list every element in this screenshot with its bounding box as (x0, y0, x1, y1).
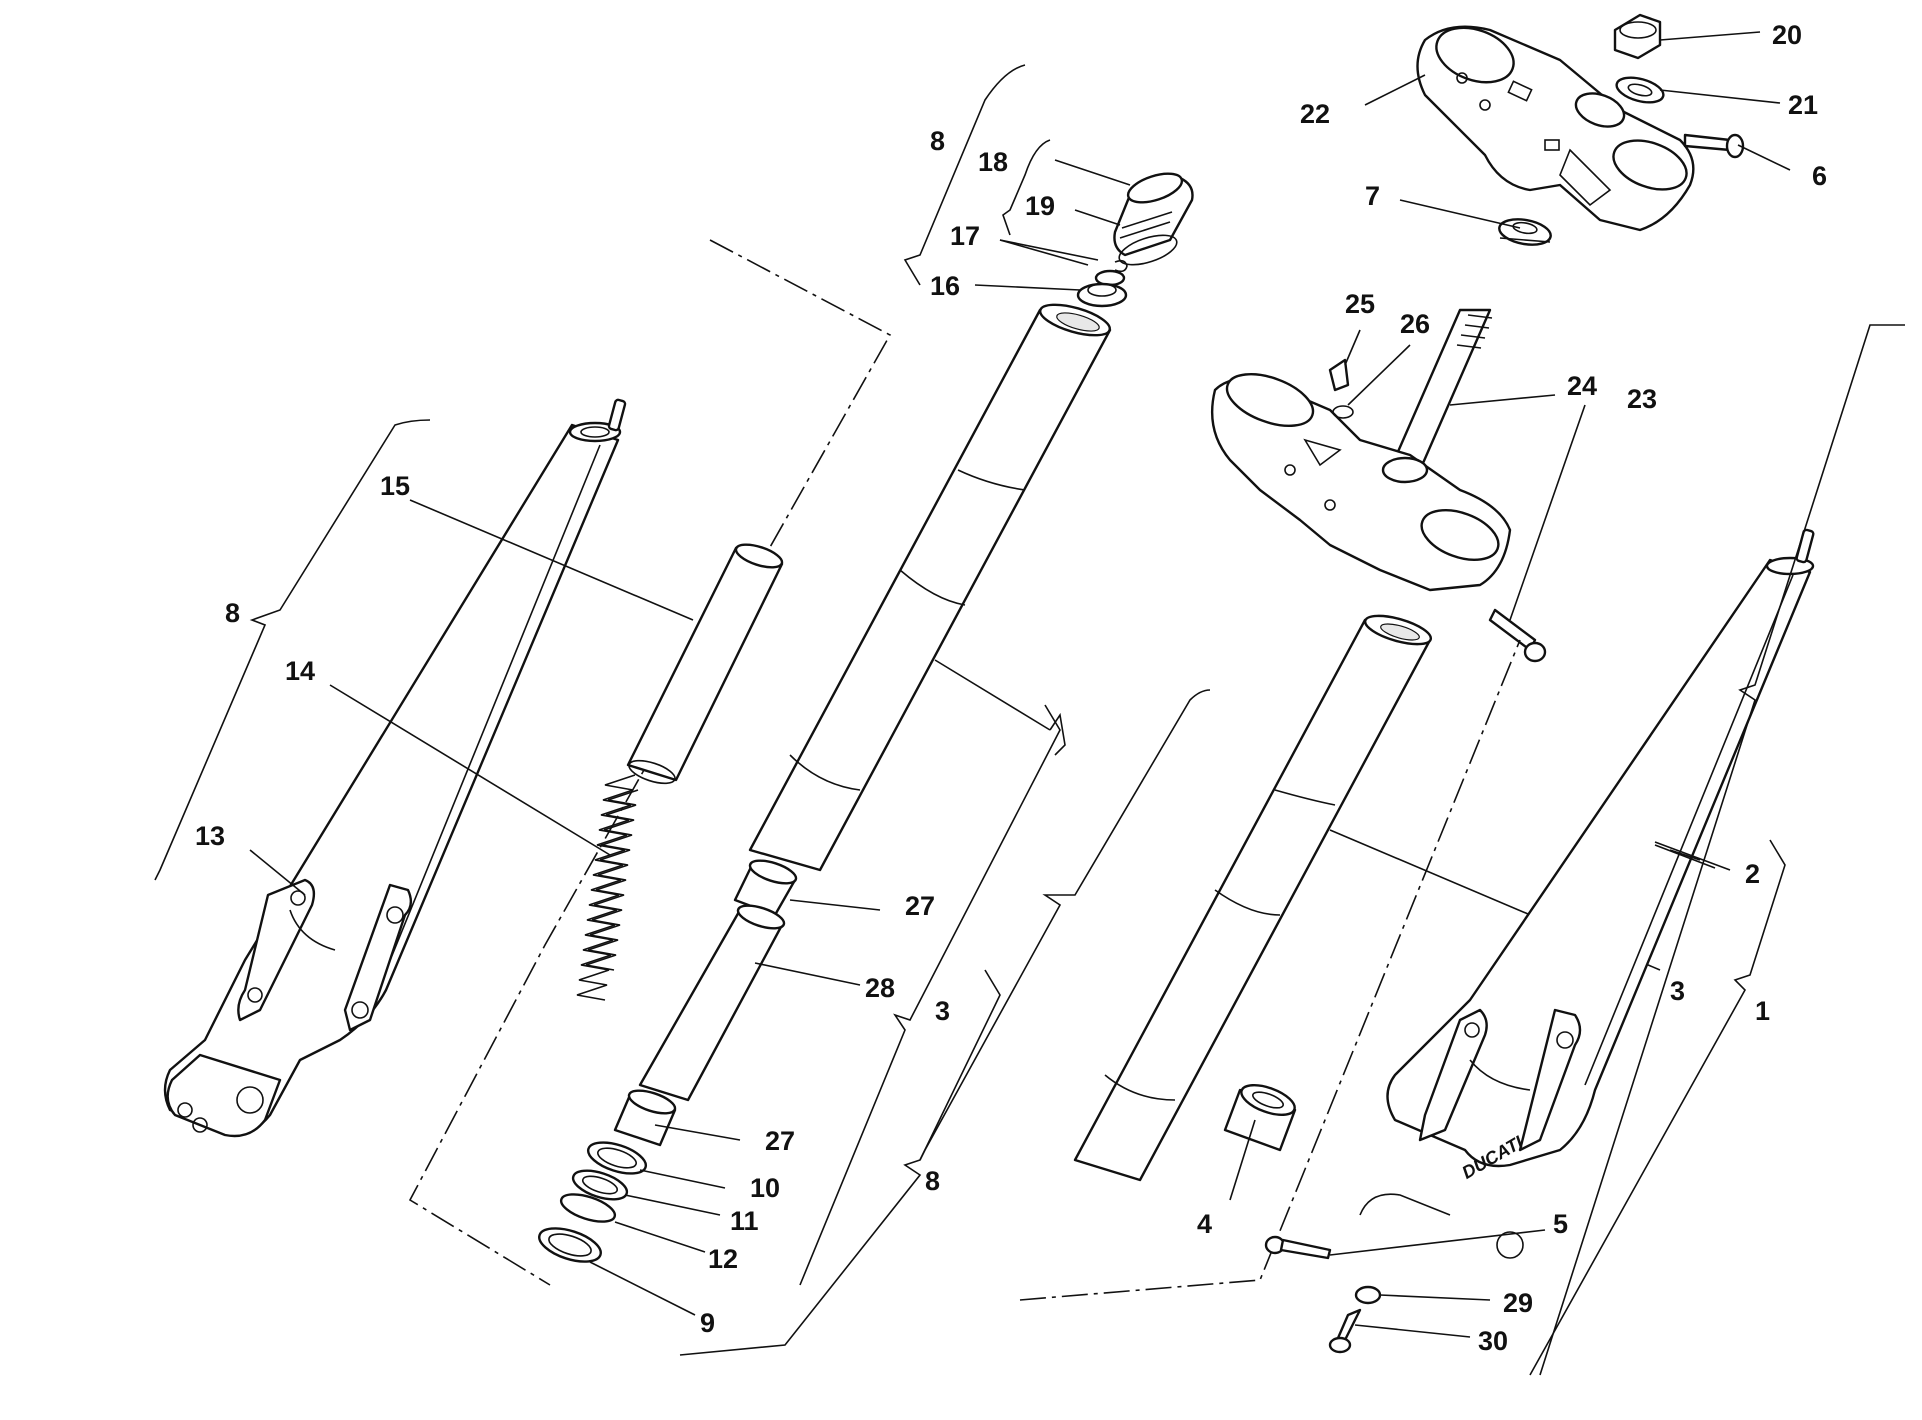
callout-14: 14 (285, 656, 315, 686)
callout-22: 22 (1300, 99, 1330, 129)
bottom-washer (1354, 1285, 1382, 1305)
callout-8-left: 8 (225, 598, 240, 628)
callout-2: 2 (1745, 859, 1760, 889)
callout-11: 11 (730, 1206, 759, 1236)
callout-7: 7 (1365, 181, 1380, 211)
callout-9: 9 (700, 1308, 715, 1338)
callout-28: 28 (865, 973, 895, 1003)
callout-19: 19 (1025, 191, 1055, 221)
left-fork-slider (163, 398, 627, 1138)
callout-8-top: 8 (930, 126, 945, 156)
callout-labels: 20 21 6 22 7 8 18 19 17 16 25 26 24 23 1… (195, 20, 1827, 1356)
callout-30: 30 (1478, 1326, 1508, 1356)
lower-bushing (613, 1089, 677, 1147)
spacer-tube (626, 543, 784, 785)
callout-15: 15 (380, 471, 410, 501)
leader-lines (249, 31, 1791, 1338)
pinch-bolt-bottom (1488, 608, 1547, 663)
oil-seals (538, 1141, 648, 1263)
nut-washer (1615, 76, 1665, 104)
ring-nut (1498, 218, 1552, 246)
callout-27-upper: 27 (905, 891, 935, 921)
callout-16: 16 (930, 271, 960, 301)
callout-20: 20 (1772, 20, 1802, 50)
right-axis-line (1019, 639, 1521, 1301)
right-stanchion-tube (1073, 614, 1433, 1182)
steering-nut (1613, 13, 1662, 60)
callout-13: 13 (195, 821, 225, 851)
pinch-bolt-top (1683, 133, 1745, 159)
callout-17: 17 (950, 221, 980, 251)
callout-26: 26 (1400, 309, 1430, 339)
callout-3-center: 3 (935, 996, 950, 1026)
fork-spring (576, 774, 639, 1001)
bottom-bolt (1328, 1308, 1362, 1354)
left-stanchion-tube (748, 303, 1112, 872)
callout-27-lower: 27 (765, 1126, 795, 1156)
callout-1: 1 (1755, 996, 1770, 1026)
damper-rod-tube (638, 904, 786, 1102)
axle-pinch-bolt (1264, 1235, 1332, 1260)
callout-8-bottom: 8 (925, 1166, 940, 1196)
top-yoke (1416, 25, 1695, 232)
group-brackets (154, 64, 1905, 1376)
left-axis-line (408, 239, 892, 1286)
callout-5: 5 (1553, 1209, 1568, 1239)
right-fork-slider (1359, 528, 1815, 1259)
callout-10: 10 (750, 1173, 780, 1203)
bottom-yoke (1211, 373, 1512, 592)
callout-25: 25 (1345, 289, 1375, 319)
bottom-yoke-screw (1328, 358, 1354, 419)
callout-3-right: 3 (1670, 976, 1685, 1006)
callout-23: 23 (1627, 384, 1657, 414)
callout-12: 12 (708, 1244, 738, 1274)
callout-18: 18 (978, 147, 1008, 177)
washer-and-clip (1076, 259, 1128, 308)
axle-spacer (1223, 1084, 1297, 1152)
callout-21: 21 (1788, 90, 1818, 120)
callout-4: 4 (1197, 1209, 1212, 1239)
callout-6: 6 (1812, 161, 1827, 191)
callout-24: 24 (1567, 371, 1597, 401)
callout-29: 29 (1503, 1288, 1533, 1318)
fork-cap (1113, 172, 1194, 266)
